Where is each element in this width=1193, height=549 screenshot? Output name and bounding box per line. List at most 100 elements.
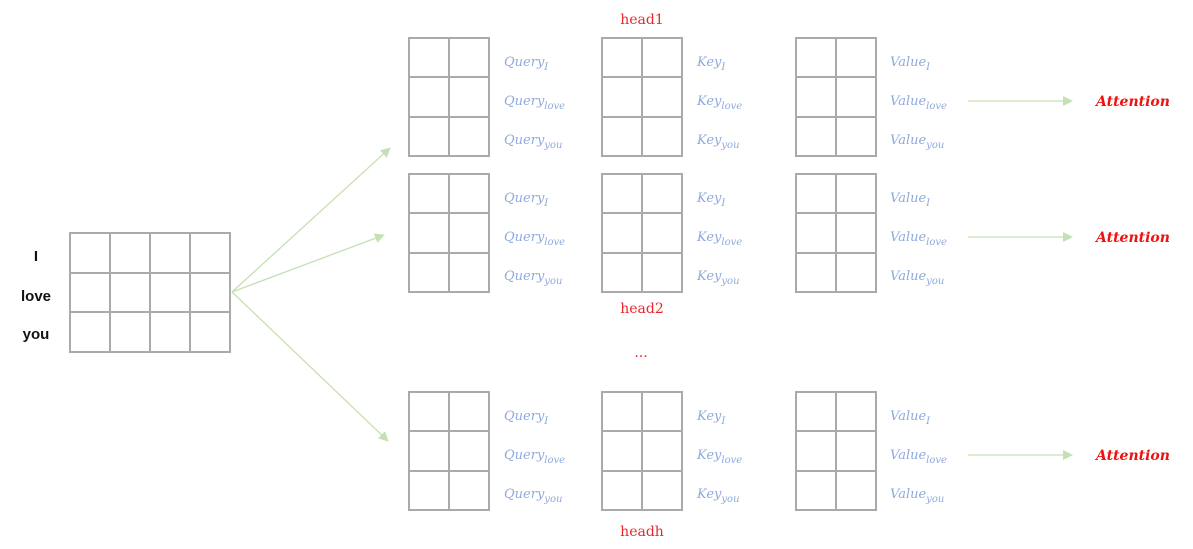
attention-output-label: Attention [1094,448,1170,464]
value-label-subscript: you [925,276,944,287]
value-label-base: Value [890,487,926,502]
projection-arrow [231,291,389,442]
key-label-base: Key [696,269,722,284]
projection-arrow [231,147,391,293]
value-label: Valuelove [890,448,947,466]
value-label-base: Value [890,55,926,70]
projection-arrow [231,233,385,293]
head-label: headh [620,524,664,540]
value-label: Valueyou [890,133,944,151]
key-label: KeyI [696,409,726,427]
query-label-base: Query [504,487,545,502]
query-label-base: Query [504,409,545,424]
key-label-base: Key [696,230,722,245]
query-label-subscript: you [543,494,562,505]
query-label: Queryyou [504,269,562,287]
value-label-subscript: I [925,198,931,209]
query-label-subscript: I [543,416,549,427]
query-label-base: Query [504,133,545,148]
value-label-base: Value [890,94,926,109]
query-label-subscript: love [544,101,565,112]
input-word: I [34,248,38,265]
key-label-base: Key [696,133,722,148]
value-label: Valueyou [890,269,944,287]
key-label-subscript: you [720,140,739,151]
key-label: Keyyou [696,269,740,287]
projection-arrows [231,147,391,442]
key-label: KeyI [696,191,726,209]
weight-matrix [795,37,877,157]
value-label: ValueI [890,191,931,209]
input-word: love [21,288,51,305]
query-label-base: Query [504,230,545,245]
key-label-subscript: you [720,276,739,287]
value-label-subscript: you [925,140,944,151]
key-label-subscript: I [720,62,726,73]
weight-matrix [601,173,683,293]
key-label-subscript: love [721,101,742,112]
key-label: KeyI [696,55,726,73]
query-label-subscript: I [543,198,549,209]
value-label: Valueyou [890,487,944,505]
input-matrix [69,232,231,353]
weight-matrix [408,391,490,511]
value-label-subscript: I [925,416,931,427]
weight-matrix [408,173,490,293]
key-label-base: Key [696,409,722,424]
key-label-base: Key [696,487,722,502]
value-label-subscript: love [926,455,947,466]
query-label: Queryyou [504,133,562,151]
query-label: Queryyou [504,487,562,505]
head-label: head2 [620,301,664,317]
key-label: Keyyou [696,133,740,151]
query-label-subscript: love [544,237,565,248]
attention-output-label: Attention [1094,94,1170,110]
input-word: you [23,326,50,343]
query-label: QueryI [504,55,549,73]
query-label-base: Query [504,269,545,284]
query-label-base: Query [504,55,545,70]
value-label: ValueI [890,55,931,73]
key-label-subscript: love [721,237,742,248]
value-label: ValueI [890,409,931,427]
weight-matrix [795,391,877,511]
value-label: Valuelove [890,230,947,248]
query-label: Querylove [504,94,565,112]
weight-matrix [601,37,683,157]
key-label: Keylove [696,94,742,112]
value-label-subscript: I [925,62,931,73]
query-label-base: Query [504,191,545,206]
query-label: QueryI [504,409,549,427]
query-label-subscript: you [543,276,562,287]
key-label: Keyyou [696,487,740,505]
query-label-subscript: you [543,140,562,151]
attention-head: QueryIQueryloveQueryyouKeyIKeyloveKeyyou… [408,391,1170,511]
key-label-base: Key [696,94,722,109]
value-label: Valuelove [890,94,947,112]
weight-matrix [408,37,490,157]
query-label-subscript: love [544,455,565,466]
query-label-subscript: I [543,62,549,73]
value-label-base: Value [890,191,926,206]
value-label-base: Value [890,409,926,424]
weight-matrix [795,173,877,293]
key-label-subscript: I [720,198,726,209]
key-label: Keylove [696,230,742,248]
value-label-base: Value [890,448,926,463]
value-label-base: Value [890,133,926,148]
attention-head: QueryIQueryloveQueryyouKeyIKeyloveKeyyou… [408,173,1170,293]
attention-head: QueryIQueryloveQueryyouKeyIKeyloveKeyyou… [408,37,1170,157]
key-label-base: Key [696,55,722,70]
key-label-base: Key [696,448,722,463]
key-label-subscript: you [720,494,739,505]
ellipsis: ... [634,345,647,361]
key-label-base: Key [696,191,722,206]
head-label: head1 [620,12,664,28]
value-label-subscript: you [925,494,944,505]
key-label: Keylove [696,448,742,466]
value-label-subscript: love [926,101,947,112]
value-label-subscript: love [926,237,947,248]
query-label-base: Query [504,448,545,463]
input-words: I love you [21,248,51,343]
